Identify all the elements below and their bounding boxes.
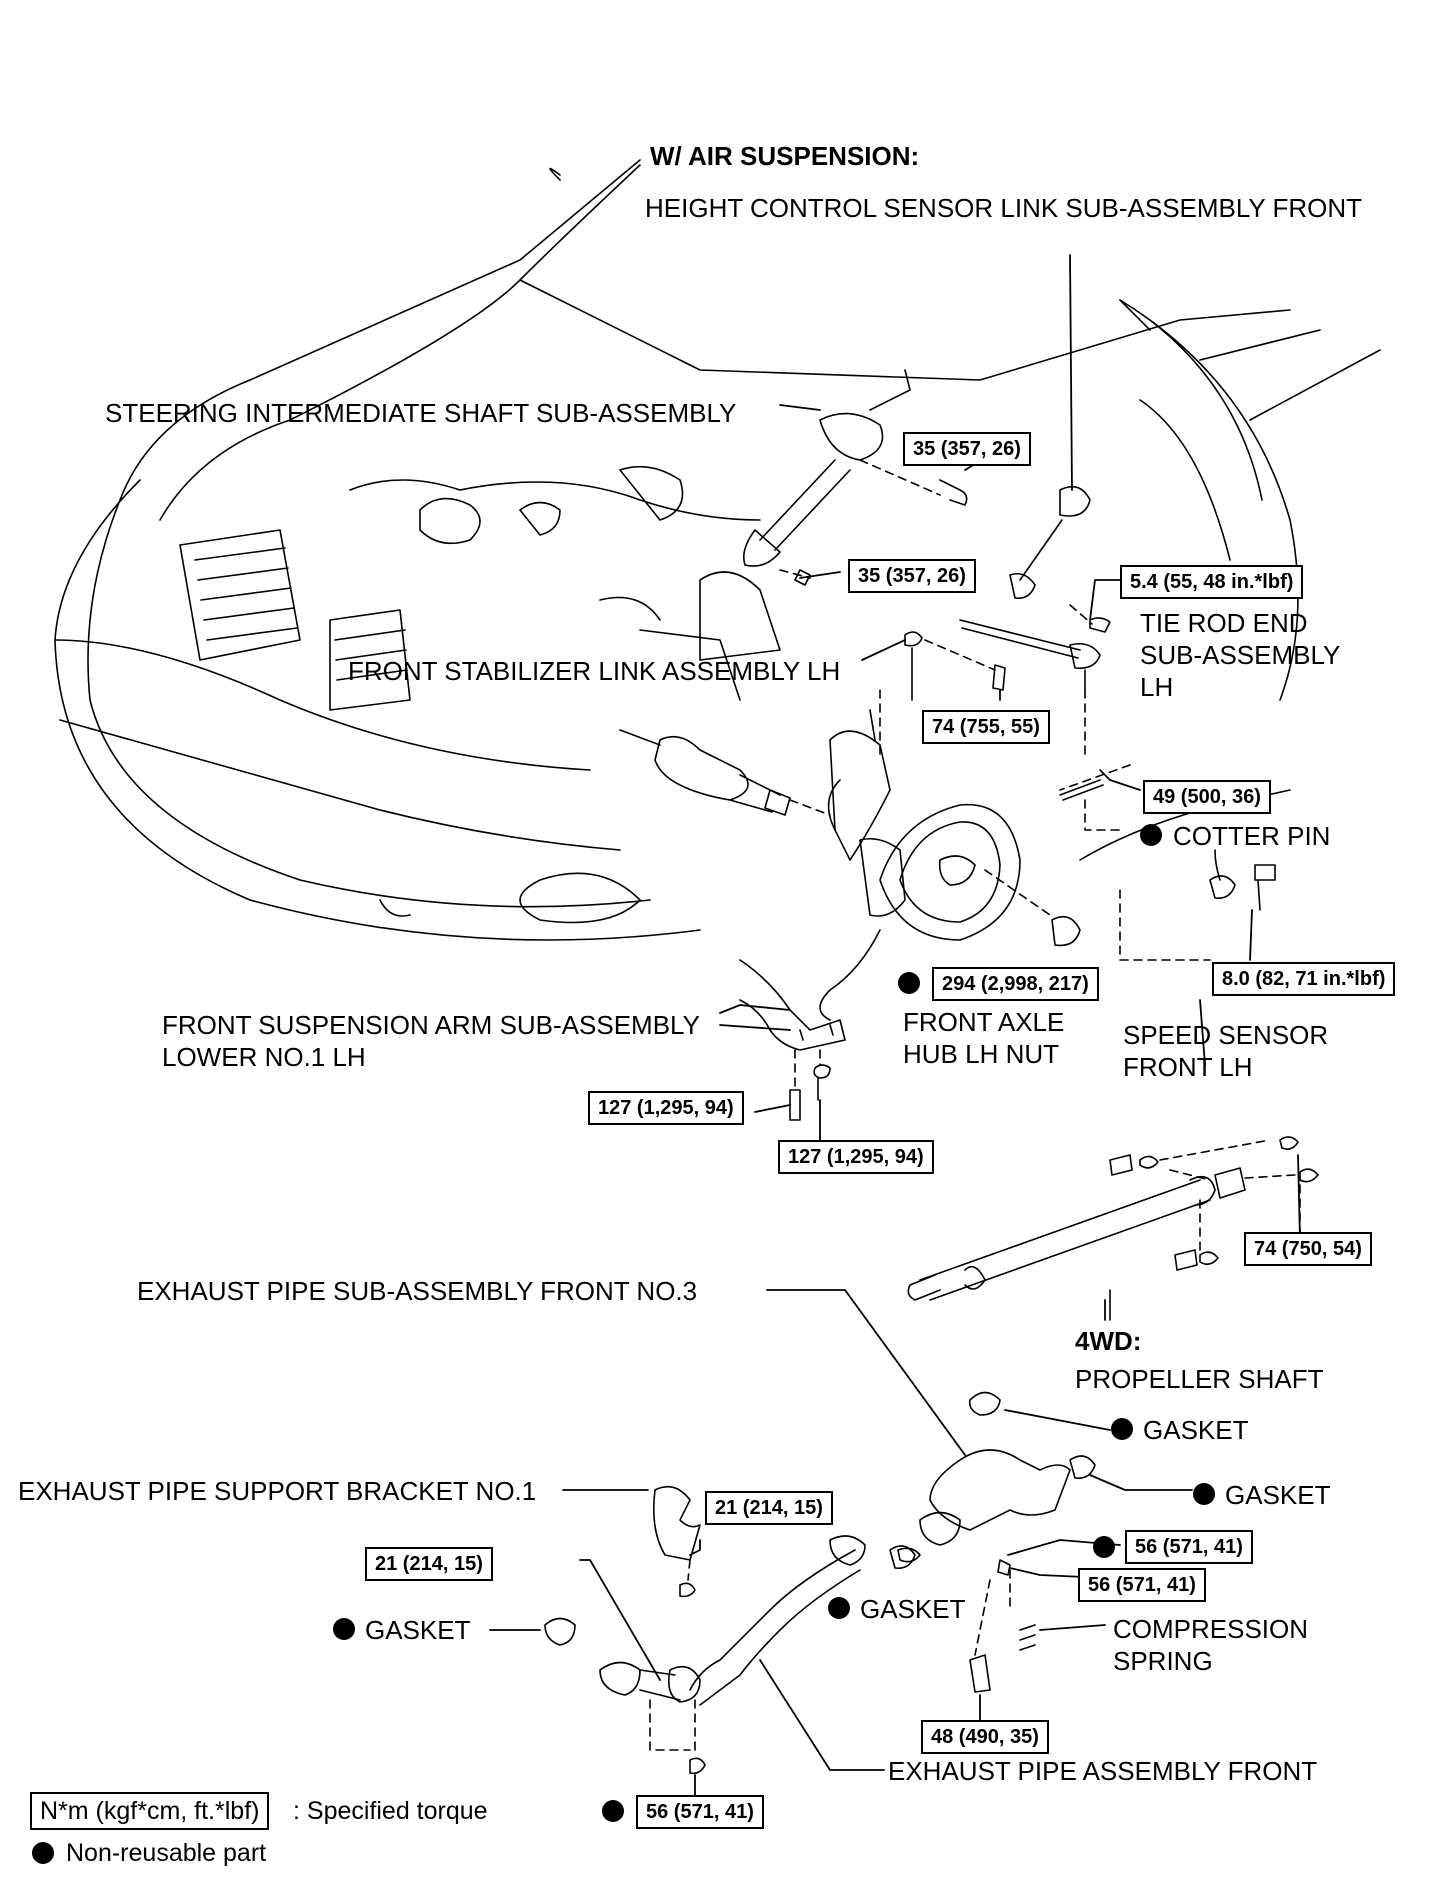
grille-drawing <box>179 529 411 711</box>
torque-box-steering-upper: 35 (357, 26) <box>903 432 1031 466</box>
compression-spring-label: COMPRESSION SPRING <box>1113 1614 1309 1676</box>
cotter-pin-nonreusable-dot <box>1140 824 1162 846</box>
tie-rod-end-label: TIE ROD END SUB-ASSEMBLY LH <box>1140 608 1341 702</box>
torque-box-axle-nut: 294 (2,998, 217) <box>932 967 1099 1001</box>
torque-box-speed-sensor-bolt: 8.0 (82, 71 in.*lbf) <box>1212 962 1396 996</box>
axle-nut-nonreusable-dot <box>898 972 920 994</box>
drive-shaft-drawing <box>619 729 831 816</box>
torque-box-steering-lower: 35 (357, 26) <box>848 559 976 593</box>
exhaust-nut-nonreusable-dot <box>1093 1536 1115 1558</box>
gasket-2-label: GASKET <box>1225 1480 1331 1510</box>
vehicle-body-outline <box>54 159 1381 941</box>
propeller-shaft-drawing <box>907 1136 1319 1321</box>
legend-torque-unit-box: N*m (kgf*cm, ft.*lbf) <box>30 1792 270 1830</box>
torque-box-exhaust-front3-nut: 56 (571, 41) <box>1125 1530 1253 1564</box>
torque-box-height-sensor-nut: 5.4 (55, 48 in.*lbf) <box>1120 565 1304 599</box>
exhaust-pipe-front-label: EXHAUST PIPE ASSEMBLY FRONT <box>888 1756 1318 1786</box>
support-bracket-label: EXHAUST PIPE SUPPORT BRACKET NO.1 <box>18 1476 537 1506</box>
tie-rod-end-drawing <box>959 619 1101 761</box>
exhaust-drawing <box>544 1391 1096 1775</box>
height-control-link-drawing <box>1009 485 1111 633</box>
torque-box-exhaust-bolt: 21 (214, 15) <box>365 1547 493 1581</box>
legend-nonreusable-dot <box>32 1842 54 1864</box>
stabilizer-link-label: FRONT STABILIZER LINK ASSEMBLY LH <box>348 656 841 686</box>
gasket-1-nonreusable-dot <box>1111 1418 1133 1440</box>
gasket-4-nonreusable-dot <box>333 1618 355 1640</box>
gasket-1-label: GASKET <box>1143 1415 1249 1445</box>
height-control-sensor-label: HEIGHT CONTROL SENSOR LINK SUB-ASSEMBLY … <box>645 193 1363 223</box>
torque-box-tie-rod-nut: 49 (500, 36) <box>1143 780 1271 814</box>
legend-torque-text: : Specified torque <box>293 1797 488 1825</box>
torque-box-exhaust-front3-bolt: 56 (571, 41) <box>1078 1568 1206 1602</box>
four-wd-header: 4WD: <box>1075 1326 1142 1356</box>
cotter-pin-label: COTTER PIN <box>1173 821 1331 851</box>
steering-shaft-label: STEERING INTERMEDIATE SHAFT SUB-ASSEMBLY <box>105 398 737 428</box>
gasket-3-nonreusable-dot <box>828 1597 850 1619</box>
legend-nonreusable-text: Non-reusable part <box>66 1839 267 1867</box>
gasket-2-nonreusable-dot <box>1193 1483 1215 1505</box>
torque-box-arm-nut: 127 (1,295, 94) <box>778 1140 934 1174</box>
gasket-4-label: GASKET <box>365 1615 471 1645</box>
torque-box-spring-bolt: 48 (490, 35) <box>921 1720 1049 1754</box>
torque-box-stabilizer-nut: 74 (755, 55) <box>922 710 1050 744</box>
air-suspension-header: W/ AIR SUSPENSION: <box>650 141 920 171</box>
propeller-shaft-label: PROPELLER SHAFT <box>1075 1364 1324 1394</box>
lower-arm-drawing <box>739 959 846 1121</box>
engine-bay-drawing <box>349 465 781 701</box>
speed-sensor-label: SPEED SENSOR FRONT LH <box>1123 1020 1329 1082</box>
cotter-pin-drawing <box>1059 779 1121 831</box>
torque-box-exhaust-lower-nut: 56 (571, 41) <box>636 1795 764 1829</box>
torque-box-propeller-shaft: 74 (750, 54) <box>1244 1232 1372 1266</box>
torque-box-bracket-nut: 21 (214, 15) <box>705 1491 833 1525</box>
steering-shaft-drawing <box>742 369 968 586</box>
lower-nut-nonreusable-dot <box>602 1800 624 1822</box>
front-axle-hub-nut-label: FRONT AXLE HUB LH NUT <box>903 1007 1065 1069</box>
leader-lines <box>489 254 1301 1811</box>
gasket-3-label: GASKET <box>860 1594 966 1624</box>
knuckle-brake-drawing <box>819 709 1131 1021</box>
front-suspension-arm-label: FRONT SUSPENSION ARM SUB-ASSEMBLY LOWER … <box>162 1010 700 1072</box>
exhaust-pipe-front-no3-label: EXHAUST PIPE SUB-ASSEMBLY FRONT NO.3 <box>137 1276 698 1306</box>
speed-sensor-drawing <box>1119 849 1276 961</box>
torque-box-arm-bolt: 127 (1,295, 94) <box>588 1091 744 1125</box>
